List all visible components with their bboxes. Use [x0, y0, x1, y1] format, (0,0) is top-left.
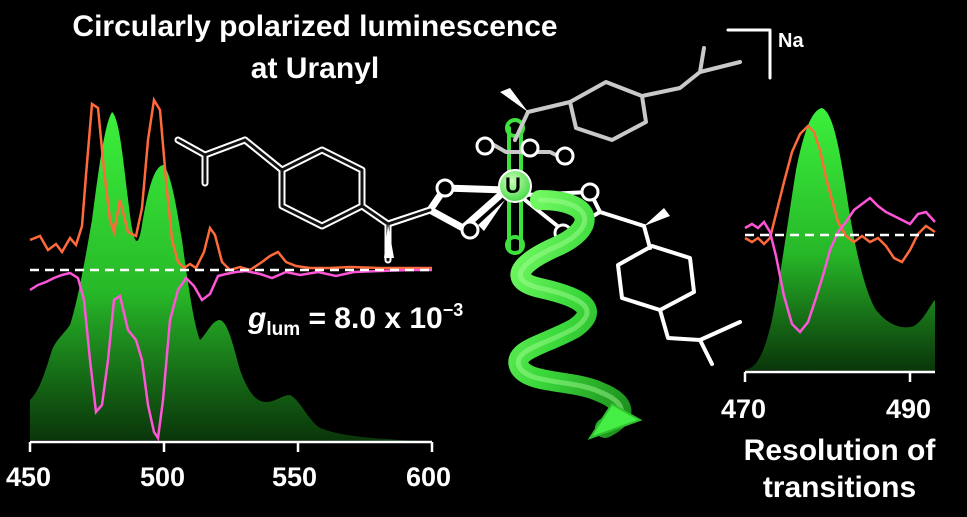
figure-title-line-2: at Uranyl [250, 52, 380, 85]
glum-annotation: glum = 8.0 x 10−3 [248, 300, 463, 341]
right-tick-label-490: 490 [886, 394, 932, 424]
right-spectrum [743, 108, 936, 382]
left-luminescence-area [30, 112, 432, 441]
caption-line-1: Resolution of [743, 434, 936, 467]
left-spectrum [28, 96, 434, 452]
glum-exponent: −3 [442, 300, 464, 320]
right-tick-label-470: 470 [721, 394, 767, 424]
uranyl-complex-structure [174, 28, 772, 366]
uranium-label: U [505, 173, 521, 198]
counter-ion-bracket [726, 28, 772, 80]
oxygen-atoms [435, 136, 600, 243]
left-cpl-negative-trace [29, 268, 432, 442]
left-tick-label-550: 550 [272, 462, 318, 492]
glum-symbol: g [248, 302, 267, 335]
left-cpl-positive-trace [29, 96, 432, 272]
stereo-wedge-top [500, 88, 528, 112]
stereo-wedge-left [384, 224, 394, 258]
helix-arrowhead [587, 402, 643, 440]
right-luminescence-area [745, 108, 935, 372]
stereo-wedge-right [644, 208, 670, 226]
figure-title-line-1: Circularly polarized luminescence [72, 10, 558, 43]
caption-line-2: transitions [762, 471, 917, 504]
ligand-left [174, 136, 510, 264]
glum-subscript: lum [266, 319, 301, 340]
glum-value: = 8.0 x 10 [300, 302, 443, 335]
counter-ion-label: Na [778, 30, 804, 52]
stereo-wedge-oxygen [478, 200, 505, 231]
left-tick-label-600: 600 [406, 462, 452, 492]
right-cpl-negative-trace [744, 196, 936, 334]
uranium-atom [498, 169, 532, 203]
left-tick-label-500: 500 [140, 462, 186, 492]
cpl-helix-arrow [508, 190, 643, 440]
left-tick-label-450: 450 [6, 462, 52, 492]
right-cpl-positive-trace [744, 124, 936, 264]
